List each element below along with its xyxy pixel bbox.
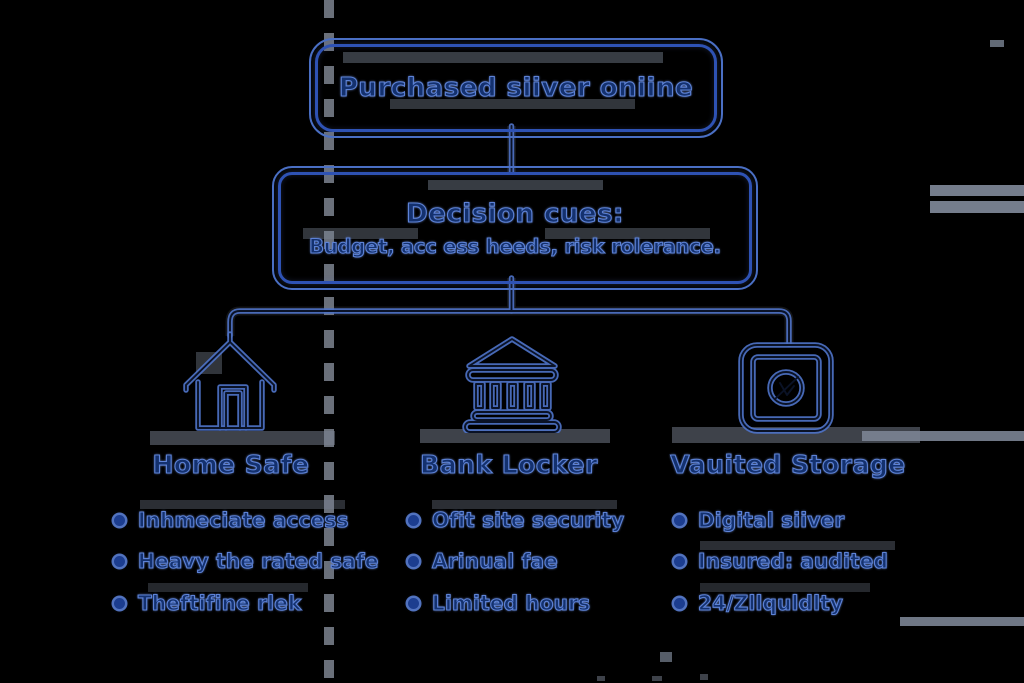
bullet-item: Limited hours: [408, 588, 591, 618]
bullet-dot-icon: [674, 514, 685, 526]
vault-icon: [738, 342, 834, 434]
bullet-dot-icon: [114, 555, 125, 567]
branch-label-home-safe: Home Safe: [152, 449, 310, 479]
gray-smudge: [597, 676, 605, 681]
gray-smudge: [343, 52, 663, 63]
bullet-text: Inhmeciate access: [137, 507, 349, 532]
bullet-text: Insured: audited: [697, 548, 889, 573]
root-node-label: Purchased siiver oniine: [338, 72, 694, 103]
bullet-item: Insured: audited: [674, 546, 888, 576]
bullet-dot-icon: [408, 555, 419, 567]
decision-node: Decision cues: Budget, acc ess heeds, ri…: [272, 166, 758, 290]
bullet-text: Theftifine rlek: [137, 590, 302, 615]
bullet-text: Digital siiver: [697, 507, 845, 532]
root-node: Purchased siiver oniine: [309, 38, 723, 138]
gray-smudge: [990, 40, 1004, 47]
bullet-item: Inhmeciate access: [114, 505, 349, 535]
bullet-text: Arinual fae: [431, 548, 558, 573]
gray-smudge: [390, 99, 635, 109]
branch-label-vaulted-storage: Vauited Storage: [670, 449, 906, 479]
bullet-item: Heavy the rated safe: [114, 546, 379, 576]
gray-smudge: [700, 674, 708, 680]
gray-smudge: [672, 427, 920, 443]
bullet-item: Digital siiver: [674, 505, 845, 535]
gray-smudge: [303, 228, 418, 239]
gray-smudge: [545, 228, 710, 239]
decision-subtext: Budget, acc ess heeds, risk rolerance.: [309, 234, 722, 258]
gray-smudge: [150, 431, 335, 445]
bullet-dot-icon: [408, 597, 419, 609]
decision-heading: Decision cues:: [406, 198, 624, 229]
gray-smudge: [930, 185, 1024, 196]
bullet-dot-icon: [408, 514, 419, 526]
gray-smudge: [652, 676, 662, 681]
gray-smudge: [148, 583, 308, 592]
gray-smudge: [700, 583, 870, 592]
gray-smudge: [140, 500, 345, 509]
gray-smudge: [660, 652, 672, 662]
gray-smudge: [432, 500, 617, 509]
bullet-text: Limited hours: [431, 590, 591, 615]
bullet-dot-icon: [674, 555, 685, 567]
branch-label-bank-locker: Bank Locker: [420, 449, 598, 479]
bullet-item: 24/Zllquldlty: [674, 588, 843, 618]
bullet-dot-icon: [114, 597, 125, 609]
bullet-item: Arinual fae: [408, 546, 558, 576]
gray-smudge: [930, 201, 1024, 213]
bullet-text: Ofit site security: [431, 507, 625, 532]
bullet-item: Theftifine rlek: [114, 588, 302, 618]
bullet-dot-icon: [114, 514, 125, 526]
gray-smudge: [700, 541, 895, 550]
bullet-text: Heavy the rated safe: [137, 548, 379, 573]
bullet-text: 24/Zllquldlty: [697, 590, 844, 615]
house-icon: [183, 331, 277, 431]
gray-smudge: [428, 180, 603, 190]
gray-smudge: [900, 617, 1024, 626]
bullet-dot-icon: [674, 597, 685, 609]
gray-smudge: [862, 431, 1024, 441]
bank-icon: [462, 336, 562, 433]
bullet-item: Ofit site security: [408, 505, 625, 535]
